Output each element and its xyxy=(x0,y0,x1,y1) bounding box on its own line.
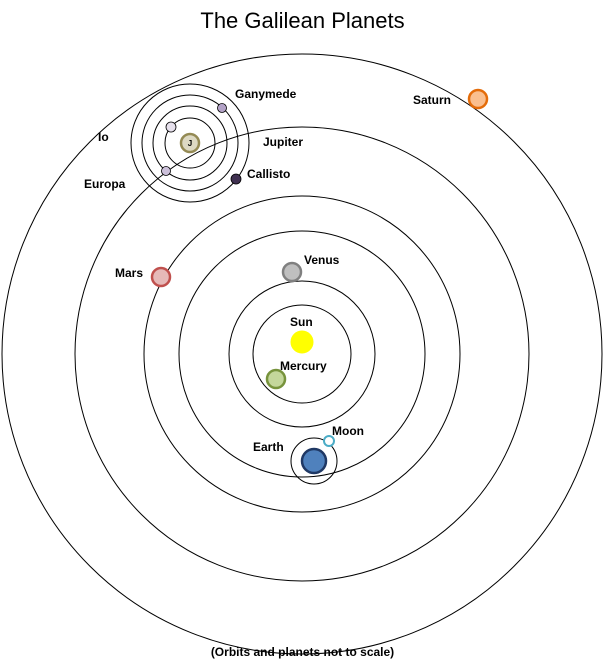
ganymede-marker xyxy=(217,103,227,113)
io-marker xyxy=(165,121,177,133)
venus-marker xyxy=(281,261,303,283)
jupiter-marker-letter: J xyxy=(188,139,192,148)
callisto-label: Callisto xyxy=(247,167,290,181)
jupiter-label: Jupiter xyxy=(263,135,303,149)
diagram-title: The Galilean Planets xyxy=(200,8,405,33)
orbit-venus xyxy=(228,280,376,428)
sun-marker xyxy=(290,330,314,354)
orbit-jupiter xyxy=(74,126,530,582)
orbit-ganymede xyxy=(141,94,239,192)
venus-label: Venus xyxy=(304,253,340,267)
diagram-footnote: (Orbits and planets not to scale) xyxy=(210,645,395,659)
orbit-outermost xyxy=(1,53,603,655)
jupiter-marker xyxy=(179,132,201,154)
europa-marker xyxy=(161,166,171,176)
sun-label: Sun xyxy=(290,315,313,329)
ganymede-label: Ganymede xyxy=(235,87,297,101)
orbit-mercury xyxy=(252,304,352,404)
callisto-marker xyxy=(230,173,242,185)
earth-marker xyxy=(300,447,328,475)
earth-label: Earth xyxy=(253,440,284,454)
io-label: Io xyxy=(98,130,109,144)
orbit-europa xyxy=(152,105,228,181)
europa-label: Europa xyxy=(84,177,126,191)
orbit-callisto xyxy=(130,83,250,203)
saturn-marker xyxy=(467,88,489,110)
orbit-mars xyxy=(143,195,461,513)
orbit-moon xyxy=(290,437,338,485)
mars-label: Mars xyxy=(115,266,143,280)
saturn-label: Saturn xyxy=(413,93,451,107)
moon-marker xyxy=(323,435,335,447)
moon-label: Moon xyxy=(332,424,364,438)
mars-marker xyxy=(150,266,172,288)
orbit-earth xyxy=(178,230,426,478)
mercury-marker xyxy=(265,368,287,390)
mercury-label: Mercury xyxy=(280,359,327,373)
orbit-io xyxy=(164,117,216,169)
